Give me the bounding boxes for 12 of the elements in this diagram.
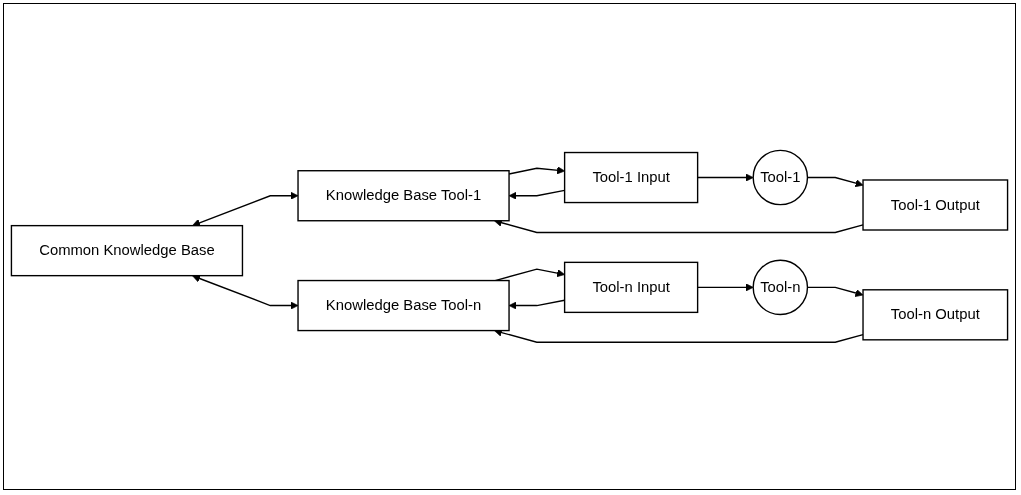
node-box: Tool-1 Output <box>862 179 1009 231</box>
node-box: Common Knowledge Base <box>10 225 244 277</box>
arrow <box>508 166 565 175</box>
node-box: Knowledge Base Tool-1 <box>297 170 510 222</box>
arrow <box>192 274 299 310</box>
node-box: Tool-n Input <box>563 261 699 314</box>
node-box: Knowledge Base Tool-n <box>297 280 510 332</box>
arrow <box>192 191 299 227</box>
node-circle: Tool-n <box>752 259 809 316</box>
node-box: Tool-n Output <box>862 289 1009 341</box>
node-circle: Tool-1 <box>752 149 809 206</box>
node-box: Tool-1 Input <box>563 152 699 204</box>
